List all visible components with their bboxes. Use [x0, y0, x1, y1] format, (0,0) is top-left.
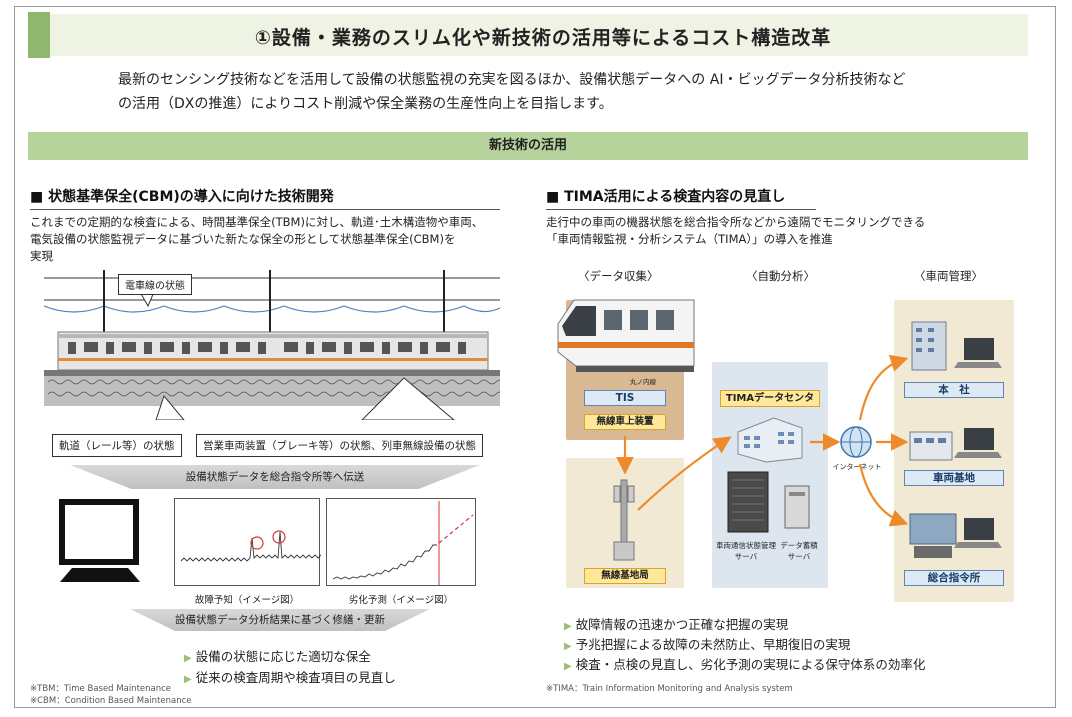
fault-caption: 故障予知（イメージ図） — [194, 595, 300, 606]
note-tima: ※TIMA：Train Information Monitoring and A… — [546, 684, 793, 694]
datacenter-building-icon — [737, 417, 803, 463]
bullet-mark: ▶ — [184, 653, 192, 664]
transfer-arrow: 設備状態データを総合指令所等へ伝送 — [70, 465, 480, 489]
callout-track: 軌道（レール等）の状態 — [52, 434, 182, 457]
note-cbm: ※CBM：Condition Based Maintenance — [30, 696, 192, 706]
headquarters-icon — [911, 321, 1002, 371]
repair-arrow: 設備状態データ分析結果に基づく修繕・更新 — [130, 609, 430, 631]
right-bullet-3-text: 検査・点検の見直し、劣化予測の実現による保守体系の効率化 — [575, 657, 926, 672]
column-analysis: 〈自動分析〉 — [746, 269, 815, 283]
intro-line-2: の活用（DXの推進）によりコスト削減や保全業務の生産性向上を目指します。 — [118, 96, 613, 112]
right-bullet-1: ▶故障情報の迅速かつ正確な把握の実現 — [564, 614, 788, 633]
right-bullet-3: ▶検査・点検の見直し、劣化予測の実現による保守体系の効率化 — [564, 654, 925, 673]
degradation-chart — [326, 498, 476, 586]
page-title: ①設備・業務のスリム化や新技術の活用等によるコスト構造改革 — [254, 27, 832, 49]
fault-prediction-chart — [174, 498, 325, 586]
right-bullet-1-text: 故障情報の迅速かつ正確な把握の実現 — [575, 617, 789, 632]
fault-chart-graphic — [180, 530, 325, 562]
left-bullet-2-text: 従来の検査周期や検査項目の見直し — [195, 670, 396, 685]
callout-vehicle: 営業車両装置（ブレーキ等）の状態、列車無線設備の状態 — [196, 434, 483, 457]
dest-control-center: 総合指令所 — [904, 570, 1004, 586]
dest-depot: 車両基地 — [904, 470, 1004, 486]
left-text-3: 実現 — [30, 249, 53, 263]
monitor-icon — [59, 499, 140, 582]
left-bullet-1: ▶設備の状態に応じた適切な保全 — [184, 646, 371, 665]
server-2-label: データ蓄積サーバ — [780, 541, 818, 561]
control-center-icon — [909, 513, 1002, 558]
antenna-tower-icon — [613, 479, 635, 561]
datacenter-label: TIMAデータセンタ — [720, 390, 820, 407]
base-station-label: 無線基地局 — [584, 568, 666, 584]
left-bullet-1-text: 設備の状態に応じた適切な保全 — [195, 649, 371, 664]
column-collect: 〈データ収集〉 — [578, 269, 659, 283]
train-icon — [557, 299, 695, 372]
left-text-2: 電気設備の状態監視データに基づいた新たな保全の形として状態基準保全(CBM)を — [30, 232, 456, 246]
right-heading: ■ TIMA活用による検査内容の見直し — [546, 186, 816, 210]
right-description: 走行中の車両の機器状態を総合指令所などから遠隔でモニタリングできる 「車両情報監… — [546, 214, 1036, 248]
bullet-mark: ▶ — [564, 661, 572, 672]
left-text-1: これまでの定期的な検査による、時間基準保全(TBM)に対し、軌道･土木構造物や車… — [30, 215, 484, 229]
depot-icon — [909, 428, 1002, 461]
bullet-mark: ▶ — [564, 641, 572, 652]
onboard-unit-label: 無線車上装置 — [584, 414, 666, 430]
tis-label: TIS — [584, 390, 666, 406]
left-bullet-2: ▶従来の検査周期や検査項目の見直し — [184, 667, 396, 686]
title-bar: ①設備・業務のスリム化や新技術の活用等によるコスト構造改革 — [28, 14, 1028, 56]
globe-icon — [840, 426, 872, 458]
server-1-label: 車両通信状態管理サーバ — [716, 541, 776, 561]
internet-label: インターネット — [832, 463, 882, 471]
right-text-2: 「車両情報監視・分析システム（TIMA）」の導入を推進 — [546, 232, 833, 246]
note-tbm: ※TBM：Time Based Maintenance — [30, 684, 172, 694]
train-track-illustration — [44, 270, 500, 420]
left-description: これまでの定期的な検査による、時間基準保全(TBM)に対し、軌道･土木構造物や車… — [30, 214, 520, 265]
title-accent — [28, 12, 50, 58]
train-label: 丸ノ内線 — [630, 378, 656, 386]
intro-line-1: 最新のセンシング技術などを活用して設備の状態監視の充実を図るほか、設備状態データ… — [118, 72, 906, 88]
left-heading: ■ 状態基準保全(CBM)の導入に向けた技術開発 — [30, 186, 500, 210]
degradation-caption: 劣化予測（イメージ図） — [348, 595, 454, 606]
right-text-1: 走行中の車両の機器状態を総合指令所などから遠隔でモニタリングできる — [546, 215, 926, 229]
server-rack-icon — [727, 471, 769, 533]
intro-text: 最新のセンシング技術などを活用して設備の状態監視の充実を図るほか、設備状態データ… — [118, 68, 978, 116]
storage-server-icon — [784, 485, 810, 529]
right-bullet-2: ▶予兆把握による故障の未然防止、早期復旧の実現 — [564, 634, 850, 653]
degradation-chart-graphic — [332, 501, 474, 585]
right-bullet-2-text: 予兆把握による故障の未然防止、早期復旧の実現 — [575, 637, 851, 652]
dest-headquarters: 本 社 — [904, 382, 1004, 398]
bullet-mark: ▶ — [564, 621, 572, 632]
column-manage: 〈車両管理〉 — [914, 269, 983, 283]
callout-catenary: 電車線の状態 — [118, 274, 192, 295]
section-band: 新技術の活用 — [28, 132, 1028, 160]
bullet-mark: ▶ — [184, 674, 192, 685]
